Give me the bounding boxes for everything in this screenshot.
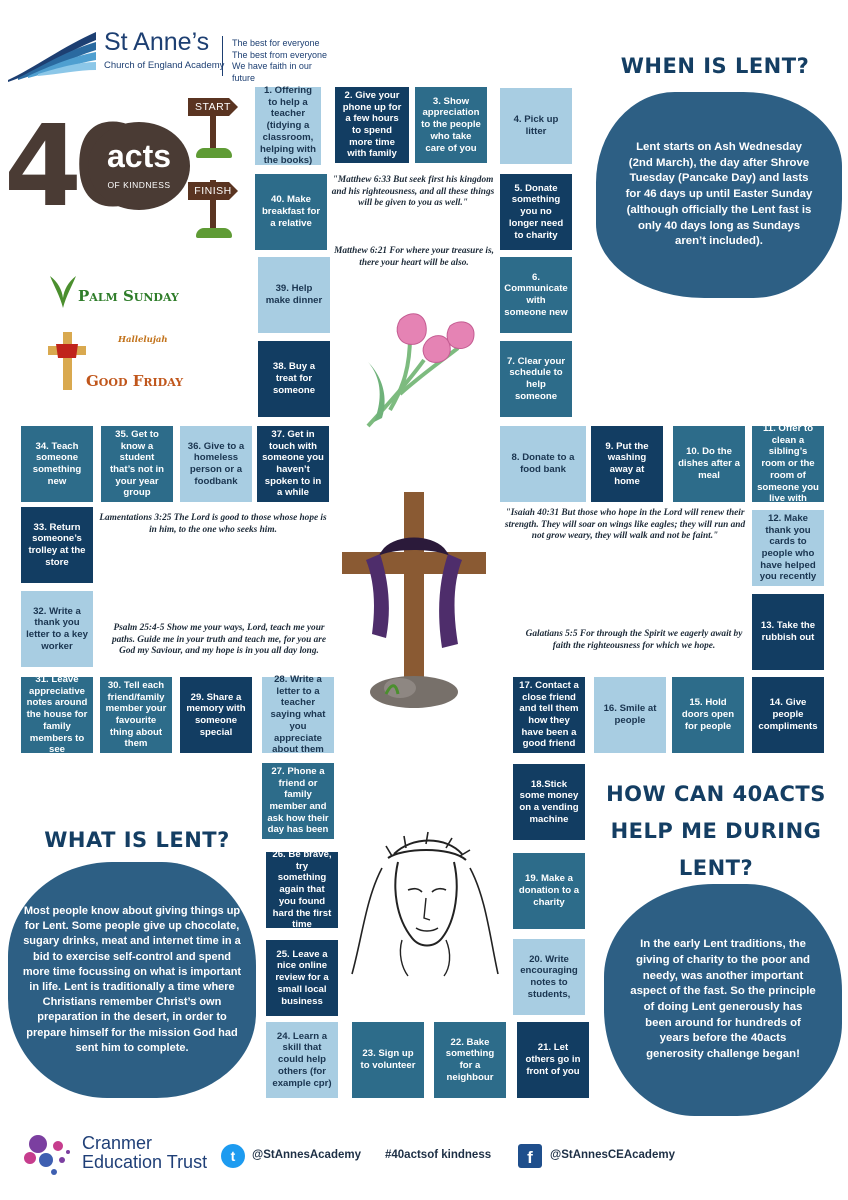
when-is-lent-panel: Lent starts on Ash Wednesday (2nd March)… [596,92,842,298]
quote-matthew-6-33: "Matthew 6:33 But seek first his kingdom… [331,175,495,209]
sail-icon [8,32,96,82]
act-tile-23: 23. Sign up to volunteer [352,1022,424,1098]
act-tile-9: 9. Put the washing away at home [591,426,663,502]
motto-line: The best from everyone [232,49,328,60]
act-tile-30: 30. Tell each friend/family member your … [100,677,172,753]
signpost-pole [210,98,216,156]
act-tile-15: 15. Hold doors open for people [672,677,744,753]
acts-word: acts [106,138,172,174]
how-title-line: HELP ME DURING [610,818,822,843]
twitter-handle[interactable]: @StAnnesAcademy [252,1149,361,1161]
palm-leaf-icon [50,276,76,308]
trust-line-2: Education Trust [82,1151,208,1172]
start-signpost: START [186,92,250,160]
how-title-line: LENT? [678,855,754,880]
facebook-handle[interactable]: @StAnnesCEAcademy [550,1149,675,1161]
act-tile-31: 31. Leave appreciative notes around the … [21,674,93,755]
jesus-crown-of-thorns-icon [351,831,499,977]
how-can-40acts-title: HOW CAN 40ACTS HELP ME DURING LENT? [606,776,826,886]
quote-isaiah: "Isaiah 40:31 But those who hope in the … [504,508,746,542]
good-friday-label: Good Friday [86,372,184,390]
start-sign: START [188,98,238,116]
school-logo: St Anne’s Church of England Academy The … [4,26,334,84]
tulips-icon [366,313,475,428]
act-tile-36: 36. Give to a homeless person or a foodb… [180,426,252,502]
acts-sub: OF KINDNESS [107,180,171,190]
act-tile-26: 26. Be brave, try something again that y… [266,849,338,930]
act-tile-13: 13. Take the rubbish out [752,594,824,670]
when-is-lent-title: WHEN IS LENT? [620,54,810,78]
act-tile-27: 27. Phone a friend or family member and … [262,763,334,839]
quote-psalm: Psalm 25:4-5 Show me your ways, Lord, te… [111,623,327,657]
grass-tuft [196,228,232,238]
cross-with-cloth-icon [342,492,486,708]
act-tile-22: 22. Bake something for a neighbour [434,1022,506,1098]
act-tile-37: 37. Get in touch with someone you haven’… [257,426,329,502]
act-tile-28: 28. Write a letter to a teacher saying w… [262,674,334,755]
act-tile-10: 10. Do the dishes after a meal [673,426,745,502]
motto: The best for everyone The best from ever… [232,38,334,85]
act-tile-8: 8. Donate to a food bank [500,426,586,502]
act-tile-34: 34. Teach someone something new [21,426,93,502]
twitter-icon: t [221,1144,245,1168]
acts-circle [88,122,190,210]
act-tile-32: 32. Write a thank you letter to a key wo… [21,591,93,667]
act-tile-7: 7. Clear your schedule to help someone [500,341,572,417]
how-can-40acts-panel: In the early Lent traditions, the giving… [604,884,842,1116]
act-tile-33: 33. Return someone’s trolley at the stor… [21,507,93,583]
act-tile-25: 25. Leave a nice online review for a sma… [266,940,338,1016]
quote-galatians: Galatians 5:5 For through the Spirit we … [525,629,743,651]
act-tile-18: 18.Stick some money on a vending machine [513,764,585,840]
school-name: St Anne’s [104,28,210,56]
signpost-pole [210,180,216,236]
act-tile-21: 21. Let others go in front of you [517,1022,589,1098]
how-title-line: HOW CAN 40ACTS [606,782,826,806]
act-tile-24: 24. Learn a skill that could help others… [266,1022,338,1098]
act-tile-6: 6. Communicate with someone new [500,257,572,333]
trust-line-1: Cranmer [82,1133,153,1153]
cranmer-trust-name: Cranmer Education Trust [82,1134,207,1172]
cross-icon [48,332,86,390]
school-subtitle: Church of England Academy [104,60,225,71]
act-tile-35: 35. Get to know a student that’s not in … [101,426,173,502]
act-tile-39: 39. Help make dinner [258,257,330,333]
cranmer-logo-icon [24,1135,70,1175]
palm-sunday-label: Palm Sunday [78,287,179,305]
hallelujah-label: Hallelujah [118,335,168,345]
act-tile-16: 16. Smile at people [594,677,666,753]
quote-matthew-6-21: Matthew 6:21 For where your treasure is,… [334,246,494,268]
what-is-lent-panel: Most people know about giving things up … [8,862,256,1098]
motto-line: The best for everyone [232,38,320,48]
hashtag: #40actsof kindness [385,1149,492,1161]
quote-lamentations: Lamentations 3:25 The Lord is good to th… [99,513,327,535]
act-tile-20: 20. Write encouraging notes to students, [513,939,585,1015]
act-tile-2: 2. Give your phone up for a few hours to… [335,87,409,163]
act-tile-12: 12. Make thank you cards to people who h… [752,510,824,586]
act-tile-14: 14. Give people compliments [752,677,824,753]
act-tile-1: 1. Offering to help a teacher (tidying a… [255,85,321,166]
divider [222,36,223,76]
motto-line: We have faith in our future [232,61,312,84]
finish-sign: FINISH [188,182,238,200]
act-tile-4: 4. Pick up litter [500,88,572,164]
act-tile-17: 17. Contact a close friend and tell them… [513,677,585,753]
act-tile-19: 19. Make a donation to a charity [513,853,585,929]
act-tile-40: 40. Make breakfast for a relative [255,174,327,250]
act-tile-3: 3. Show appreciation to the people who t… [415,87,487,163]
finish-signpost: FINISH [186,178,250,242]
act-tile-29: 29. Share a memory with someone special [180,677,252,753]
act-tile-11: 11. Offer to clean a sibling’s room or t… [752,423,824,504]
facebook-icon: f [518,1144,542,1168]
what-is-lent-title: WHAT IS LENT? [44,828,230,852]
act-tile-5: 5. Donate something you no longer need t… [500,174,572,250]
grass-tuft [196,148,232,158]
forty-acts-logo: 40 acts OF KINDNESS [4,102,190,232]
act-tile-38: 38. Buy a treat for someone [258,341,330,417]
